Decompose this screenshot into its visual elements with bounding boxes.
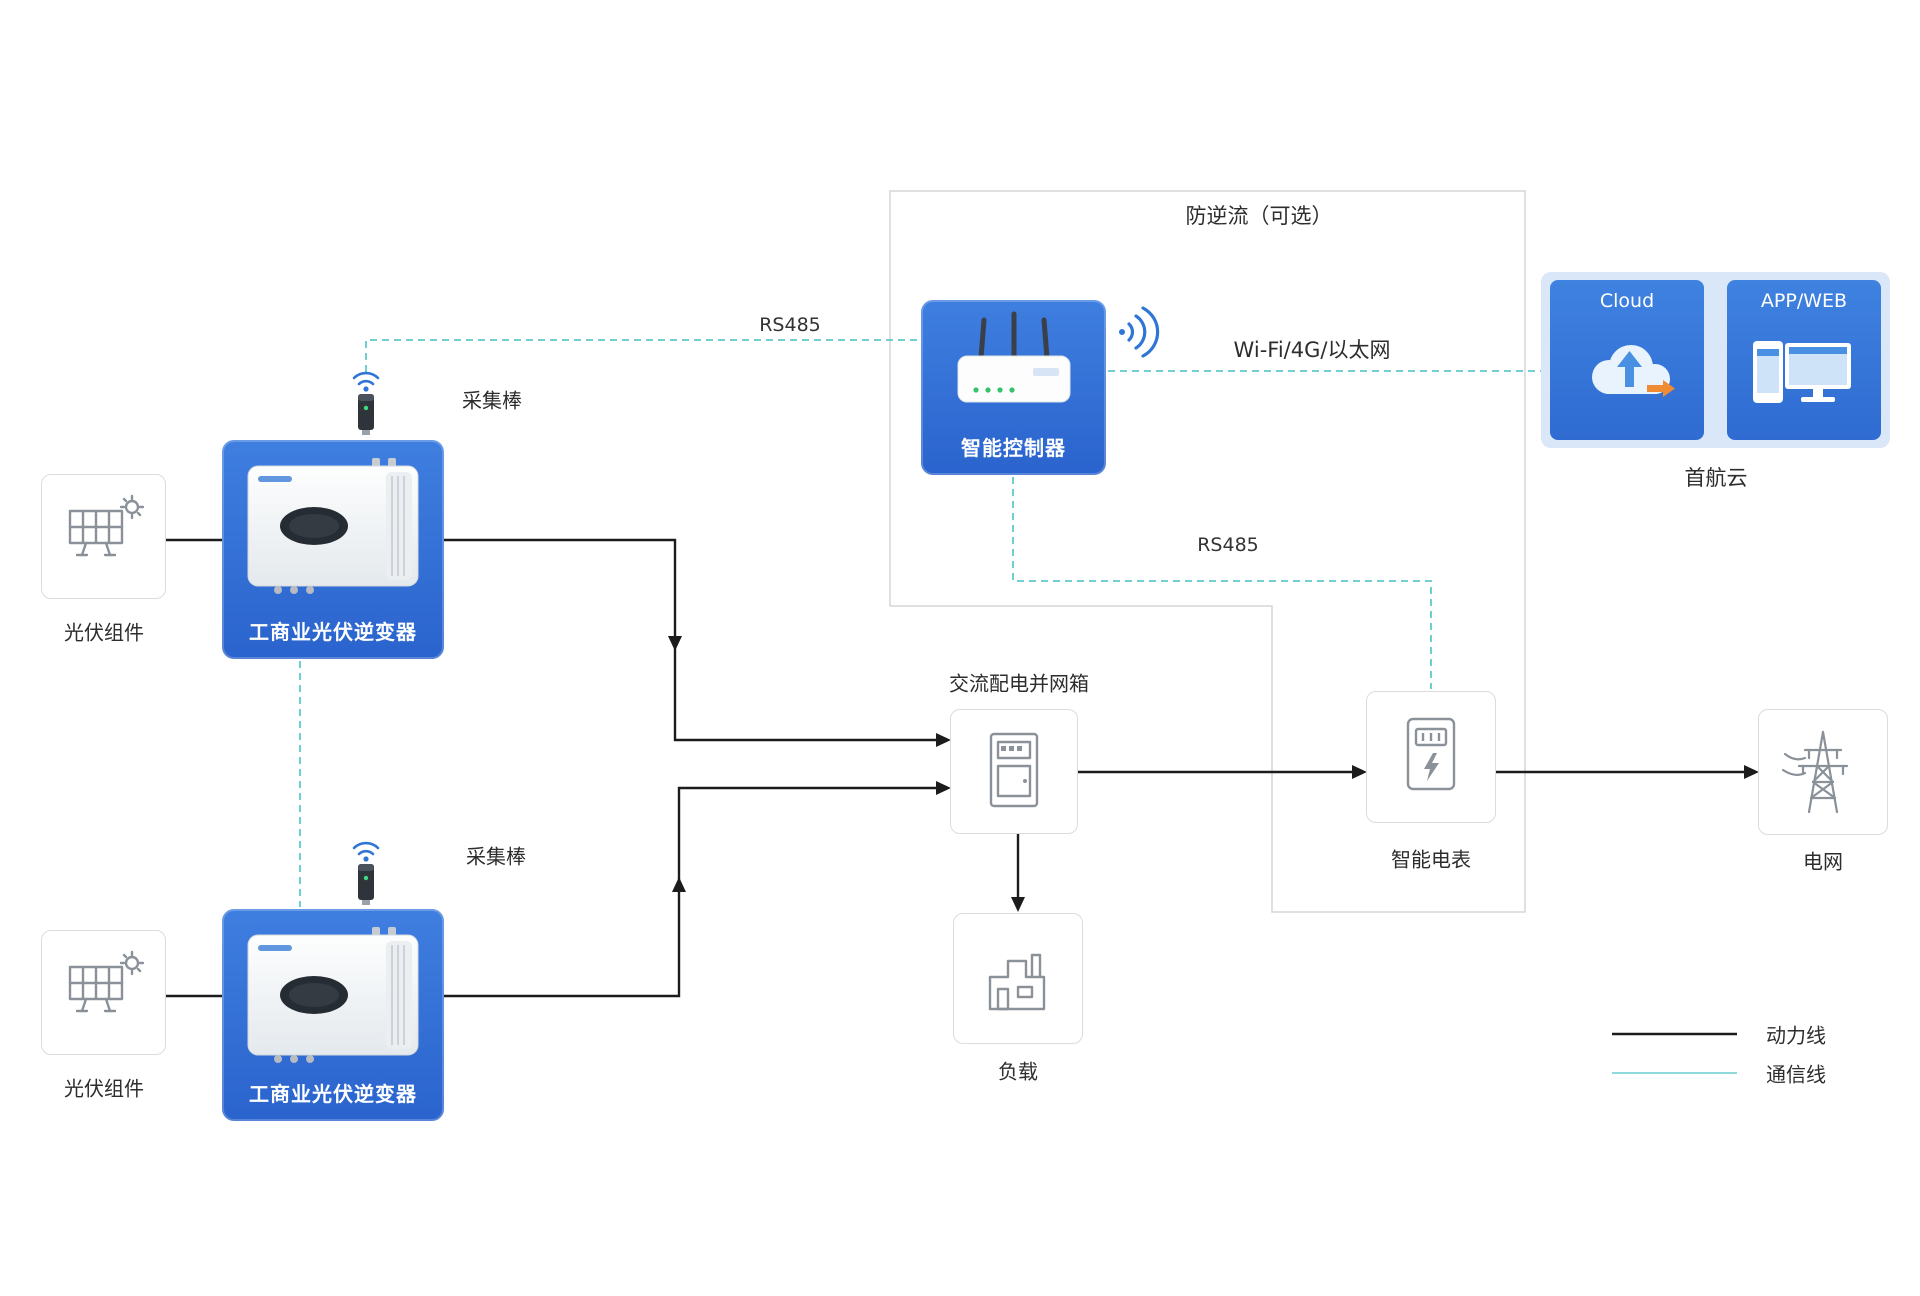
cloud-platform-label: 首航云 [1684,466,1748,490]
phone-monitor-icon [1753,340,1851,403]
wifi-link-label: Wi-Fi/4G/以太网 [1233,338,1391,362]
rs485-top-label: RS485 [759,314,821,336]
smart-meter [1366,691,1496,823]
wifi-stick-icon [352,371,380,435]
wifi-stick-icon [352,841,380,905]
data-logger-stick-1 [344,362,388,442]
anti-backflow-region-outline [889,190,1526,913]
pv-module-2 [41,930,166,1055]
pv-module-1 [41,474,166,599]
inverter-device-image [247,458,419,594]
ac-box-label: 交流配电并网箱 [949,671,1089,696]
load-label: 负载 [998,1059,1038,1084]
cloud-card-title: Cloud [1599,290,1655,312]
legend-power-label: 动力线 [1766,1023,1826,1048]
legend-comm-label: 通信线 [1766,1062,1826,1087]
cloud-card: Cloud [1550,280,1704,440]
cloud-sync-icon [1592,344,1675,397]
cloud-platform-panel: Cloud APP/WEB [1541,272,1890,448]
power-grid [1758,709,1888,835]
pv-module-1-label: 光伏组件 [64,620,144,645]
power-arrowheads [668,636,1759,912]
energy-meter-icon [1406,717,1456,791]
ac-combiner-box [950,709,1078,834]
smart-meter-label: 智能电表 [1391,847,1471,872]
comm-lines [299,339,1541,907]
inverter-2-label: 工商业光伏逆变器 [249,1082,417,1106]
stick-2-label: 采集棒 [466,844,526,869]
factory-icon [988,953,1046,1010]
load-node [953,913,1083,1044]
smart-controller: 智能控制器 [921,300,1106,475]
power-grid-label: 电网 [1803,849,1843,874]
solar-panel-icon [68,950,144,1012]
inverter-1: 工商业光伏逆变器 [222,440,444,659]
stick-1-label: 采集棒 [462,388,522,413]
appweb-card: APP/WEB [1727,280,1881,440]
appweb-card-title: APP/WEB [1760,290,1848,312]
rs485-mid-label: RS485 [1197,534,1259,556]
data-logger-stick-2 [344,832,388,912]
transmission-tower-icon [1781,730,1849,814]
wifi-signal-icon [1119,306,1160,358]
inverter-2: 工商业光伏逆变器 [222,909,444,1121]
smart-controller-label: 智能控制器 [961,436,1066,460]
inverter-1-label: 工商业光伏逆变器 [249,620,417,644]
solar-panel-icon [68,494,144,556]
distribution-cabinet-icon [989,732,1039,807]
router-device-image [957,311,1071,403]
pv-module-2-label: 光伏组件 [64,1076,144,1101]
inverter-device-image [247,927,419,1063]
anti-backflow-region-label: 防逆流（可选） [1185,204,1333,228]
